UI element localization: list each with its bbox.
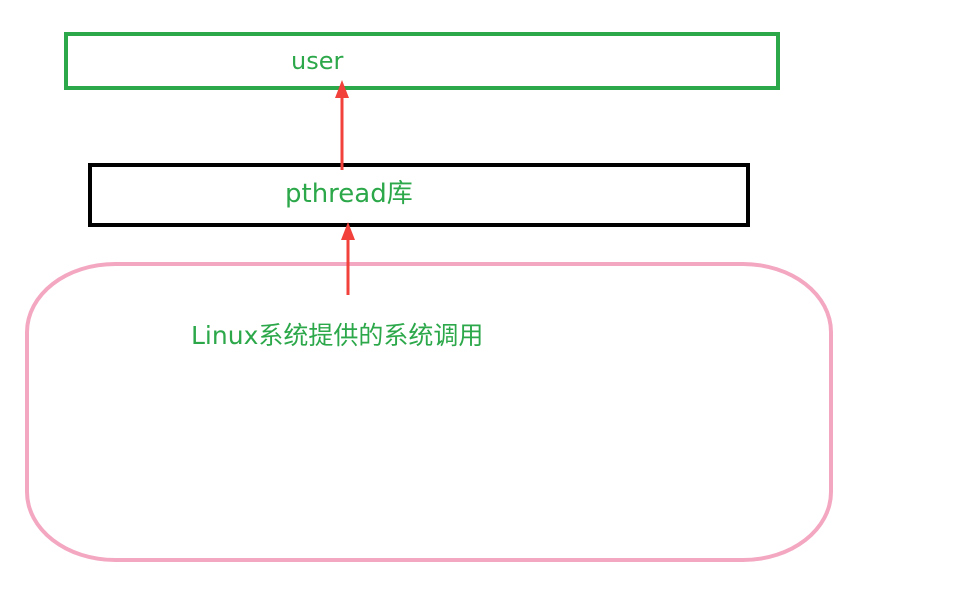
arrow-pthread-to-user — [335, 80, 349, 170]
pthread-layer-label: pthread库 — [285, 179, 413, 209]
kernel-layer-label: Linux系统提供的系统调用 — [191, 321, 484, 350]
arrow-kernel-to-pthread — [341, 222, 355, 295]
pthread-layer-box — [88, 163, 750, 227]
kernel-layer-box — [25, 262, 833, 562]
user-layer-label: user — [291, 47, 344, 75]
user-layer-box — [64, 32, 780, 90]
